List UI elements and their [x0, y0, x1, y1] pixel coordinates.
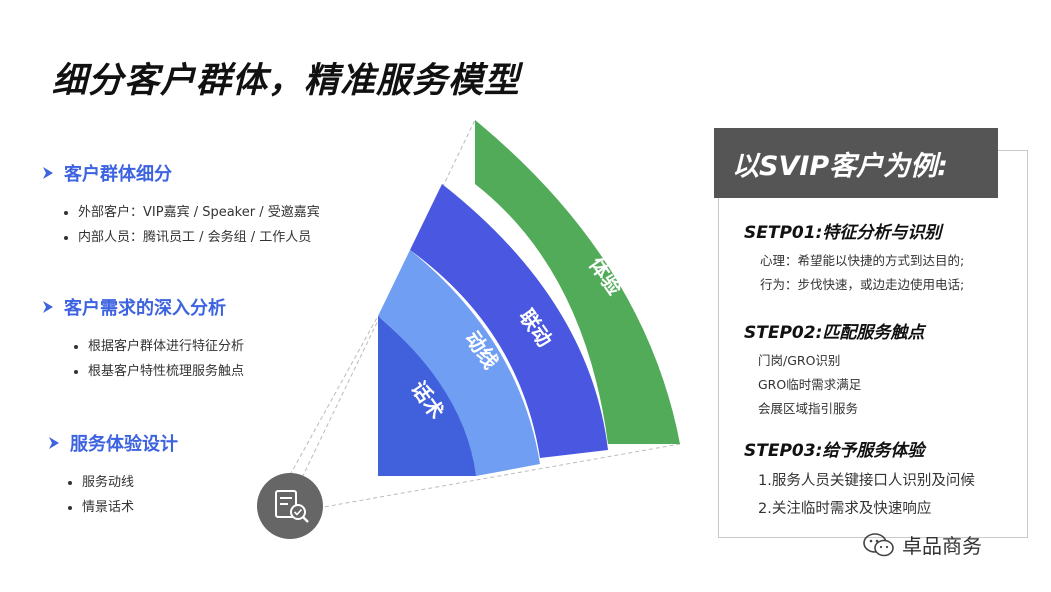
step-line: 心理：希望能以快捷的方式到达目的;	[760, 253, 965, 268]
step-title: STEP03:给予服务体验	[744, 441, 925, 461]
step-title: SETP01:特征分析与识别	[744, 223, 942, 243]
section-title: 客户需求的深入分析	[64, 298, 226, 319]
step-line: 会展区域指引服务	[758, 401, 859, 416]
fan-linkage	[410, 184, 608, 458]
step-line: 门岗/GRO识别	[758, 353, 841, 368]
section-title: 客户群体细分	[64, 164, 172, 185]
list-item: 根据客户群体进行特征分析	[74, 334, 372, 359]
perspective-line	[289, 315, 379, 476]
step-line: GRO临时需求满足	[758, 377, 862, 392]
fan-script	[378, 316, 476, 476]
section-needs-analysis: 客户需求的深入分析 根据客户群体进行特征分析 根基客户特性梳理服务触点	[42, 294, 372, 384]
step-title: STEP02:匹配服务触点	[744, 323, 925, 343]
section-title: 服务体验设计	[70, 434, 178, 455]
fan-route	[378, 250, 540, 476]
step-line: 1.服务人员关键接口人识别及问候	[758, 473, 975, 489]
panel-header: 以SVIP客户为例:	[714, 128, 998, 198]
watermark: 卓品商务	[862, 530, 982, 559]
arrow-right-icon	[42, 300, 54, 314]
section-experience-design: 服务体验设计 服务动线 情景话术	[48, 430, 378, 520]
step-line: 行为：步伐快速，或边走边使用电话;	[760, 277, 965, 292]
list-item: 根基客户特性梳理服务触点	[74, 359, 372, 384]
example-panel	[718, 150, 1028, 538]
document-search-icon	[257, 473, 323, 539]
list-item: 服务动线	[68, 470, 378, 495]
arrow-right-icon	[42, 166, 54, 180]
section-customer-segmentation: 客户群体细分 外部客户：VIP嘉宾 / Speaker / 受邀嘉宾 内部人员：…	[42, 160, 372, 250]
arrow-right-icon	[48, 436, 60, 450]
step-03: STEP03:给予服务体验 1.服务人员关键接口人识别及问候 2.关注临时需求及…	[744, 436, 1014, 523]
step-01: SETP01:特征分析与识别 心理：希望能以快捷的方式到达目的; 行为：步伐快速…	[744, 218, 1014, 297]
step-02: STEP02:匹配服务触点 门岗/GRO识别 GRO临时需求满足 会展区域指引服…	[744, 318, 1014, 421]
list-item: 外部客户：VIP嘉宾 / Speaker / 受邀嘉宾	[64, 200, 372, 225]
list-item: 内部人员：腾讯员工 / 会务组 / 工作人员	[64, 225, 372, 250]
perspective-line	[317, 443, 681, 509]
step-line: 2.关注临时需求及快速响应	[758, 501, 932, 517]
wechat-icon	[862, 532, 896, 558]
fan-experience	[475, 120, 680, 444]
list-item: 情景话术	[68, 495, 378, 520]
page-title: 细分客户群体，精准服务模型	[52, 61, 521, 101]
watermark-text: 卓品商务	[902, 534, 982, 558]
